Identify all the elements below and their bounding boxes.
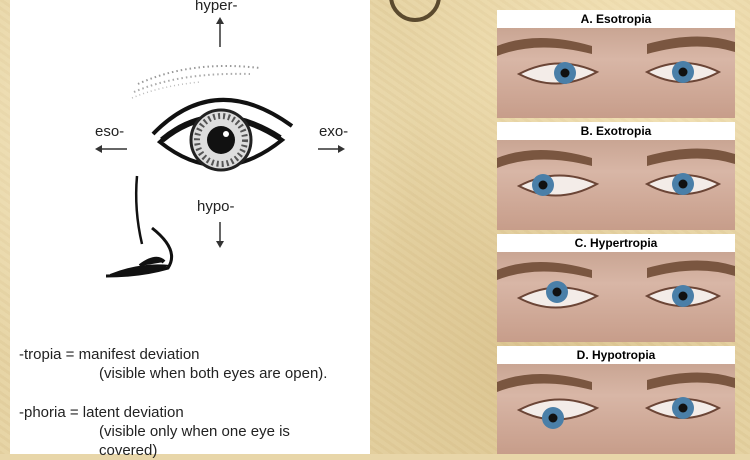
eye-drawing bbox=[95, 17, 345, 278]
face-image bbox=[497, 252, 735, 342]
face-image bbox=[497, 364, 735, 454]
strabismus-photo-column: A. Esotropia B. Exotropia bbox=[497, 10, 735, 454]
photo-title: B. Exotropia bbox=[497, 122, 735, 140]
photo-hypotropia: D. Hypotropia bbox=[497, 346, 735, 454]
photo-esotropia: A. Esotropia bbox=[497, 10, 735, 118]
label-hypo: hypo- bbox=[197, 198, 235, 215]
eye-direction-diagram: hyper- eso- exo- hypo- -tropia = manifes… bbox=[10, 0, 370, 459]
photo-exotropia: B. Exotropia bbox=[497, 122, 735, 230]
tropia-definition: -tropia = manifest deviation bbox=[19, 346, 200, 363]
label-hyper: hyper- bbox=[195, 0, 238, 14]
phoria-definition: -phoria = latent deviation bbox=[19, 404, 184, 421]
label-eso: eso- bbox=[95, 123, 125, 140]
photo-hypertropia: C. Hypertropia bbox=[497, 234, 735, 342]
tropia-note: (visible when both eyes are open). bbox=[99, 365, 328, 382]
photo-title: D. Hypotropia bbox=[497, 346, 735, 364]
label-exo: exo- bbox=[319, 123, 349, 140]
phoria-note-line1: (visible only when one eye is bbox=[99, 423, 290, 440]
phoria-note-line2: covered) bbox=[99, 442, 158, 459]
photo-title: A. Esotropia bbox=[497, 10, 735, 28]
face-image bbox=[497, 140, 735, 230]
photo-title: C. Hypertropia bbox=[497, 234, 735, 252]
face-image bbox=[497, 28, 735, 118]
